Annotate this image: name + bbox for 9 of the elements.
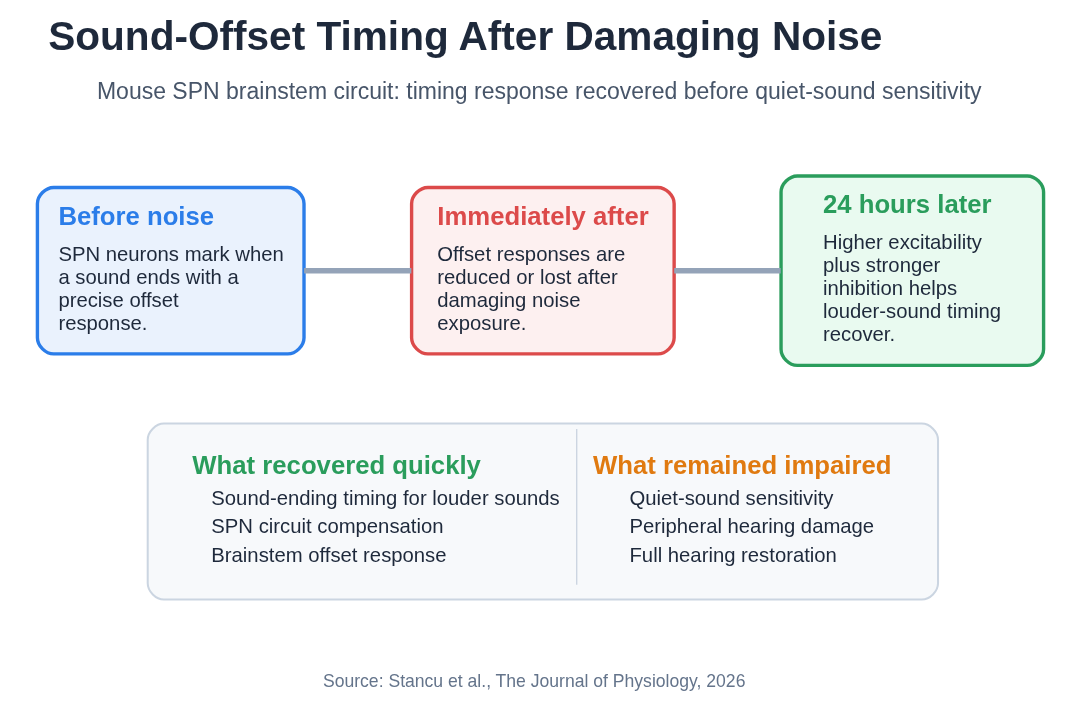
node-box: Before noise SPN neurons mark when a sound ends with a precise offset response. [35,185,306,356]
connector [303,267,411,274]
node-box: What recovered quickly Sound-ending timing for louder sounds SPN circuit compensation Brainstem offset response What remained impaired Quiet-sound sensitivity Peripheral hearing damage Full hearing restoration [146,422,939,601]
diagram-title: Sound-Offset Timing After Damaging Noise [47,13,882,60]
node-box: Immediately after Offset responses are reduced or lost after damaging noise exposure. [409,185,676,356]
label: Mouse SPN brainstem circuit: timing response recovered before quiet-sound sensitivity [96,77,982,104]
node-box: 24 hours later Higher excitability plus stronger inhibition helps louder-sound timing recover. [778,174,1045,368]
connector [673,267,781,274]
label: Source: Stancu et al., The Journal of Physiology, 2026 [322,670,745,691]
